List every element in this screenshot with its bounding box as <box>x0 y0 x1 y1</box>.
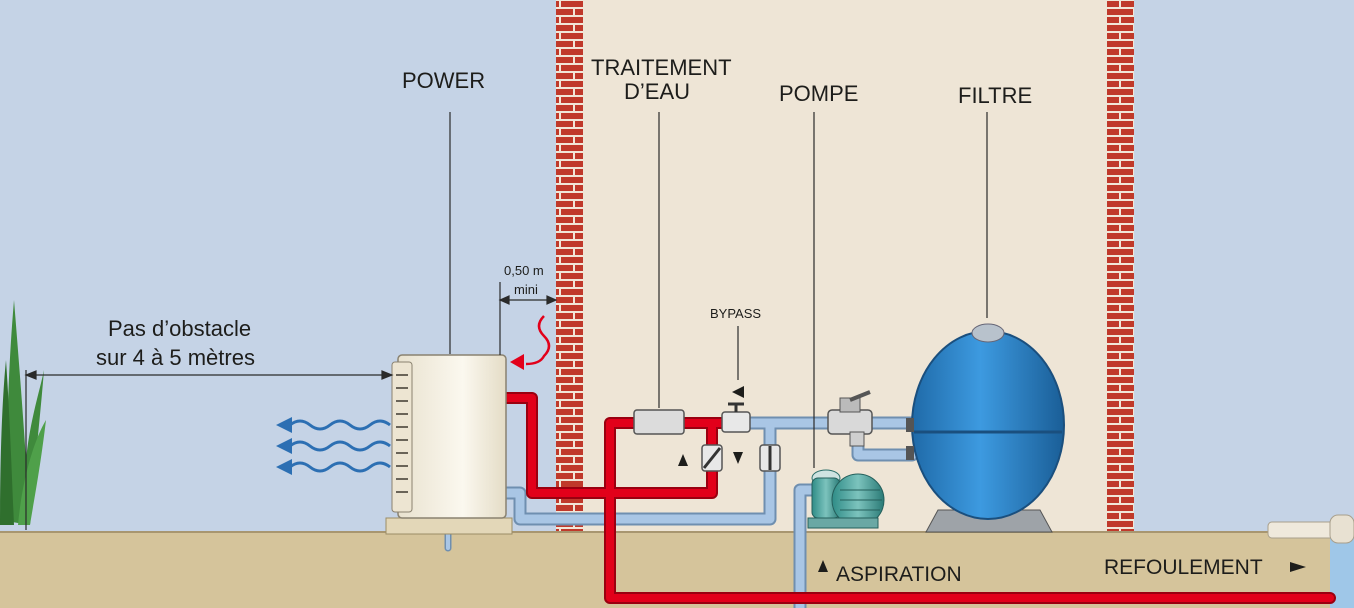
plant-icon <box>0 300 46 525</box>
label-obstacle-line1: Pas d’obstacle <box>108 316 251 341</box>
sand-filter-tank <box>906 323 1065 533</box>
label-bypass: BYPASS <box>710 306 761 321</box>
label-aspiration: ASPIRATION <box>836 563 962 586</box>
label-traitement-line2: D’EAU <box>624 79 690 104</box>
pool-edge <box>1267 514 1354 608</box>
airflow-waves-icon <box>289 419 391 473</box>
heat-pump-unit <box>385 354 513 535</box>
label-pompe: POMPE <box>779 81 858 106</box>
flow-arrow-down-icon <box>733 452 743 464</box>
label-obstacle-line2: sur 4 à 5 mètres <box>96 345 255 370</box>
left-brick-wall <box>556 0 583 535</box>
bypass-valve-right <box>759 444 781 472</box>
label-traitement-line1: TRAITEMENT <box>591 55 732 80</box>
warm-air-arrow-icon <box>510 315 551 370</box>
flow-arrow-left-icon <box>732 386 744 398</box>
refoulement-arrow-icon <box>1290 562 1306 572</box>
bypass-valve-top <box>721 402 751 433</box>
water-treatment-device <box>633 409 685 435</box>
right-brick-wall <box>1107 0 1134 535</box>
pool-pump <box>807 469 885 529</box>
label-power: POWER <box>402 68 485 93</box>
aspiration-arrow-icon <box>818 560 828 572</box>
multiport-valve <box>827 390 873 447</box>
label-distance-mini: mini <box>514 282 538 297</box>
label-filtre: FILTRE <box>958 83 1032 108</box>
clearance-dimension <box>498 282 558 355</box>
obstacle-distance-dimension <box>24 370 394 530</box>
flow-arrow-up-icon <box>678 454 688 466</box>
bypass-valve-left <box>701 444 723 472</box>
label-refoulement: REFOULEMENT <box>1104 556 1263 579</box>
leader-lines <box>449 112 988 468</box>
airflow-arrowheads-icon <box>276 417 292 475</box>
label-distance-value: 0,50 m <box>504 263 544 278</box>
